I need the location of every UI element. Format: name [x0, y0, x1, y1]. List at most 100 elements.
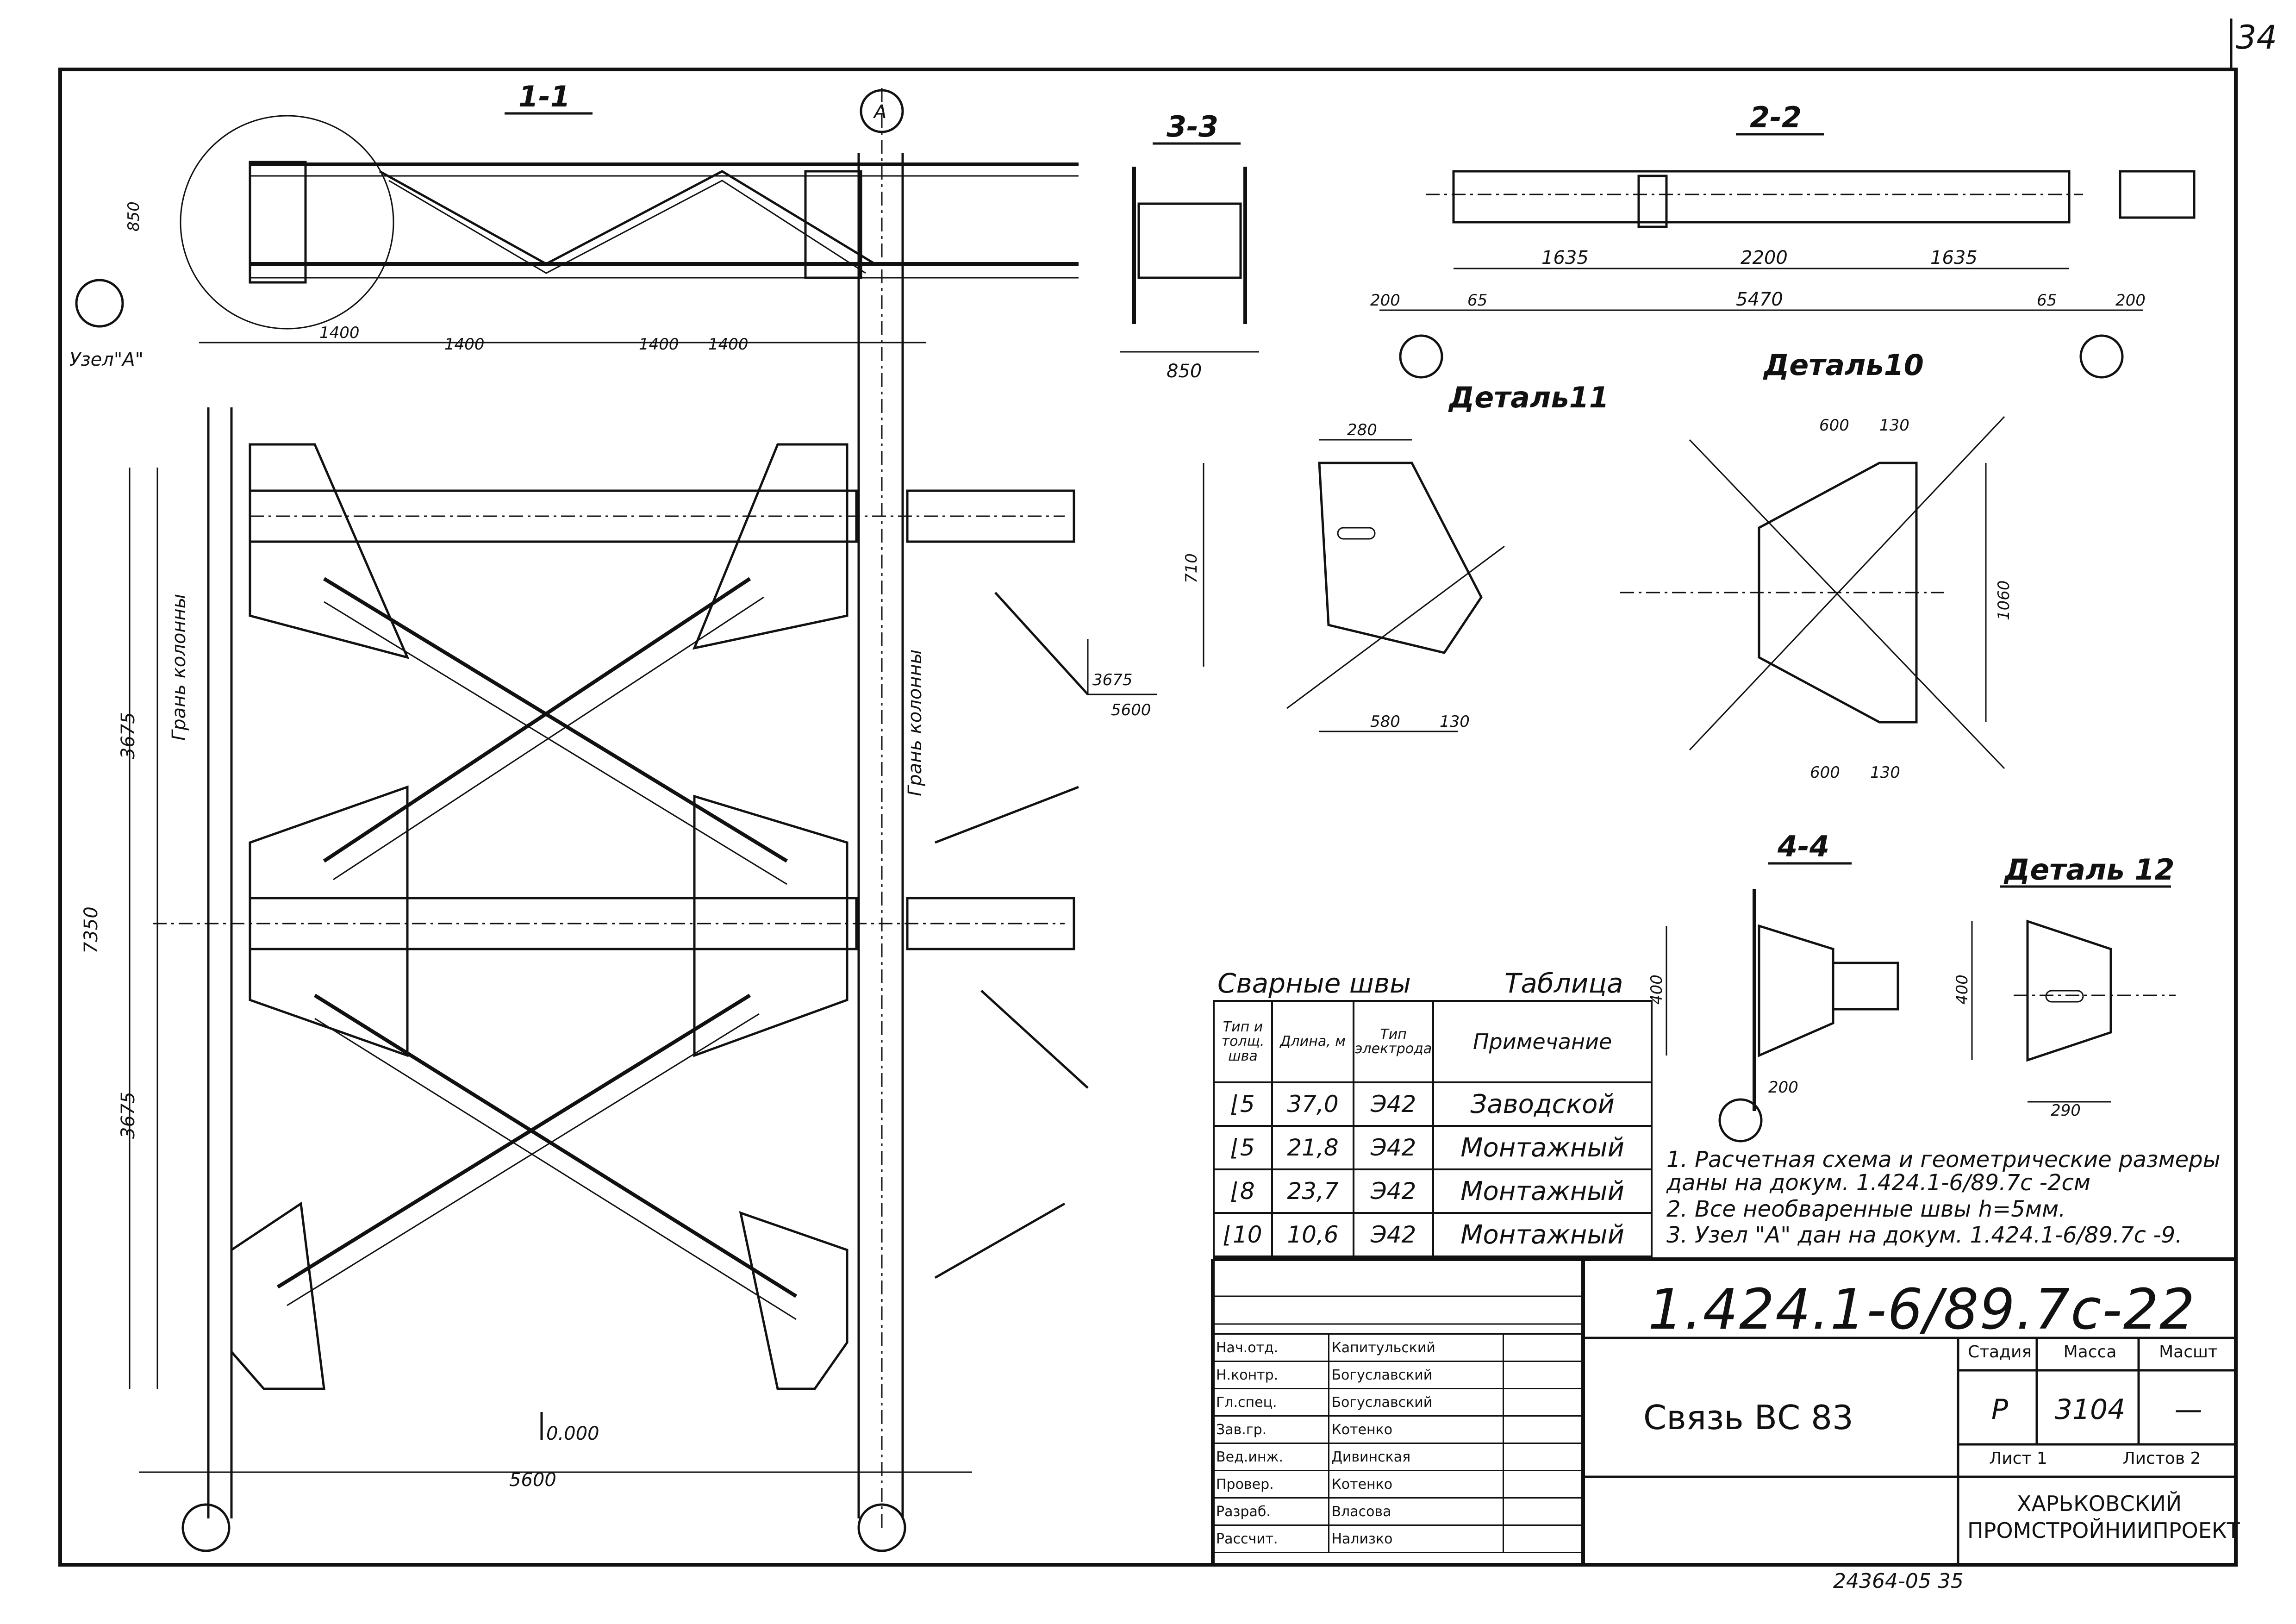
signature-mark	[1503, 1388, 1583, 1417]
section-3-3-channel	[1137, 202, 1242, 279]
detail-11-diagonal	[1286, 545, 1505, 709]
note-item: 3. Узел "А" дан на докум. 1.424.1-6/89.7…	[1666, 1222, 2183, 1249]
dim-section-3-3-width: 850	[1167, 361, 1202, 382]
table-row: ⌊5 21,8 Э42 Монтажный	[1213, 1125, 1653, 1170]
weld-type: ⌊10	[1213, 1212, 1273, 1257]
gusset-lower-left	[230, 1201, 325, 1390]
weld-table-caption-row: Сварные швы Таблица	[1213, 968, 1653, 1000]
signature-mark	[1503, 1524, 1583, 1553]
weld-type: ⌊5	[1213, 1125, 1273, 1170]
signature-mark	[1503, 1333, 1583, 1362]
weld-electrode: Э42	[1352, 1168, 1435, 1214]
stage-label: Стадия	[1967, 1343, 2032, 1362]
slope-upper-rise: 3675	[1092, 671, 1133, 689]
sheets-label: Листов 2	[2122, 1449, 2201, 1468]
stub-right-lower	[934, 1202, 1066, 1279]
slope-upper-run: 5600	[1111, 701, 1151, 719]
signature-role: Н.контр.	[1212, 1361, 1330, 1389]
detail-10-plate	[1758, 462, 1918, 724]
sheet-frame	[58, 68, 2238, 1567]
section-4-4-dim-400: 400	[1647, 974, 1666, 1005]
signature-row: Провер.Котенко	[1212, 1470, 1583, 1499]
detail-10-dim-600-top: 600	[1819, 416, 1849, 435]
dim-section-1-1-height: 850	[125, 201, 143, 231]
section-1-1-title: 1-1	[518, 80, 570, 113]
section-3-3-view: 3-3 850	[1120, 110, 1259, 382]
gusset-lower-right	[739, 1211, 849, 1390]
weld-table-caption-right: Таблица	[1504, 968, 1623, 999]
detail-11-dim-710: 710	[1182, 553, 1201, 583]
archive-number: 24364-05 35	[1833, 1569, 1964, 1593]
brace-upper-ascending-2	[333, 596, 764, 881]
dim-lower-height: 3675	[118, 1092, 139, 1139]
brace-upper-descending	[323, 577, 788, 863]
signature-role: Гл.спец.	[1212, 1388, 1330, 1417]
document-number: 1.424.1-6/89.7с-22	[1648, 1278, 2196, 1342]
detail-12-dim-400: 400	[1953, 974, 1972, 1005]
axis-bubble-2-2-right	[2079, 334, 2124, 379]
note-item: 2. Все необваренные швы h=5мм.	[1666, 1196, 2066, 1222]
axis-bubble-4-4	[1718, 1098, 1763, 1143]
detail-10-title: Деталь10	[1763, 348, 1924, 382]
stage-value: Р	[1991, 1393, 2009, 1426]
slope-triangle-upper	[1087, 639, 1157, 695]
signature-name: Нализко	[1328, 1524, 1504, 1553]
section-3-3-title: 3-3	[1167, 110, 1218, 144]
signature-mark	[1503, 1443, 1583, 1471]
brace-lower-ascending-2	[287, 1013, 760, 1306]
detail-11-dim-130: 130	[1440, 712, 1470, 731]
signature-role: Разраб.	[1212, 1497, 1330, 1526]
weld-table-header: Тип и толщ. шва Длина, м Тип электрода П…	[1213, 1000, 1653, 1083]
weld-electrode: Э42	[1352, 1081, 1435, 1127]
node-a-label: Узел"А"	[69, 349, 144, 370]
end-gusset-left	[249, 161, 307, 284]
weld-note: Заводской	[1432, 1081, 1653, 1127]
table-row: ⌊10 10,6 Э42 Монтажный	[1213, 1212, 1653, 1257]
end-gusset-right	[804, 170, 862, 279]
weld-note: Монтажный	[1432, 1168, 1653, 1214]
title-block: Нач.отд.Капитульский Н.контр.Богуславски…	[1212, 1259, 2240, 1565]
dim-span-5600: 5600	[509, 1469, 556, 1491]
detail-10-dim-130-top: 130	[1879, 416, 1909, 435]
signature-row: Рассчит.Нализко	[1212, 1524, 1583, 1553]
dim-1400-d: 1400	[708, 335, 749, 354]
signature-row: Зав.гр.Котенко	[1212, 1415, 1583, 1444]
drawing-title: Связь ВС 83	[1643, 1398, 1853, 1437]
mass-label: Масса	[2063, 1343, 2117, 1362]
section-4-4-dim-200: 200	[1768, 1078, 1798, 1097]
dim-1635-right: 1635	[1930, 247, 1978, 269]
page-number: 34	[2236, 19, 2277, 56]
signature-name: Богуславский	[1328, 1361, 1504, 1389]
weld-electrode: Э42	[1352, 1125, 1435, 1170]
detail-12-plate	[2026, 919, 2112, 1062]
axis-bubble	[75, 279, 124, 328]
dim-1400-a: 1400	[319, 324, 360, 342]
weld-electrode: Э42	[1352, 1212, 1435, 1257]
dim-1635-left: 1635	[1541, 247, 1589, 269]
detail-11-plate	[1318, 462, 1483, 654]
dim-1400-c: 1400	[639, 335, 679, 354]
detail-11-dim-580: 580	[1370, 712, 1400, 731]
face-column-right-label: Грань колонны	[905, 650, 926, 796]
dim-upper-height: 3675	[118, 712, 139, 759]
note-item: 1. Расчетная схема и геометрические разм…	[1666, 1147, 2221, 1196]
weld-length: 10,6	[1271, 1212, 1354, 1257]
truss-diagonals-inner	[388, 180, 866, 274]
section-4-4-gusset	[1758, 924, 1834, 1057]
weld-type: ⌊8	[1213, 1168, 1273, 1214]
detail-12-view: Деталь 12 400 290	[1953, 853, 2176, 1120]
table-row: ⌊8 23,7 Э42 Монтажный	[1213, 1168, 1653, 1214]
detail-12-slot	[2045, 990, 2084, 1003]
gusset-upper-left	[249, 443, 410, 659]
weld-type: ⌊5	[1213, 1081, 1273, 1127]
signature-role: Нач.отд.	[1212, 1333, 1330, 1362]
detail-10-diagonal-a	[1689, 439, 2005, 769]
weld-col-note: Примечание	[1432, 1000, 1653, 1083]
section-4-4-title: 4-4	[1777, 830, 1829, 863]
weld-col-length: Длина, м	[1271, 1000, 1354, 1083]
dim-65-left: 65	[1467, 291, 1487, 310]
weld-col-type: Тип и толщ. шва	[1213, 1000, 1273, 1083]
dim-5470: 5470	[1736, 289, 1783, 310]
gusset-middle-left	[249, 785, 409, 1057]
detail-10-dim-600-bottom: 600	[1810, 763, 1840, 782]
